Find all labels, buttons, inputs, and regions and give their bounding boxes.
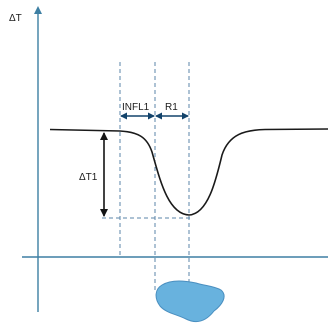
defect-shape [155, 280, 225, 323]
dt1-label: ΔT1 [79, 172, 98, 183]
temperature-curve [49, 128, 328, 216]
r1-label: R1 [165, 102, 178, 113]
infl1-label: INFL1 [122, 102, 150, 113]
y-axis-label: ΔT [9, 13, 22, 24]
